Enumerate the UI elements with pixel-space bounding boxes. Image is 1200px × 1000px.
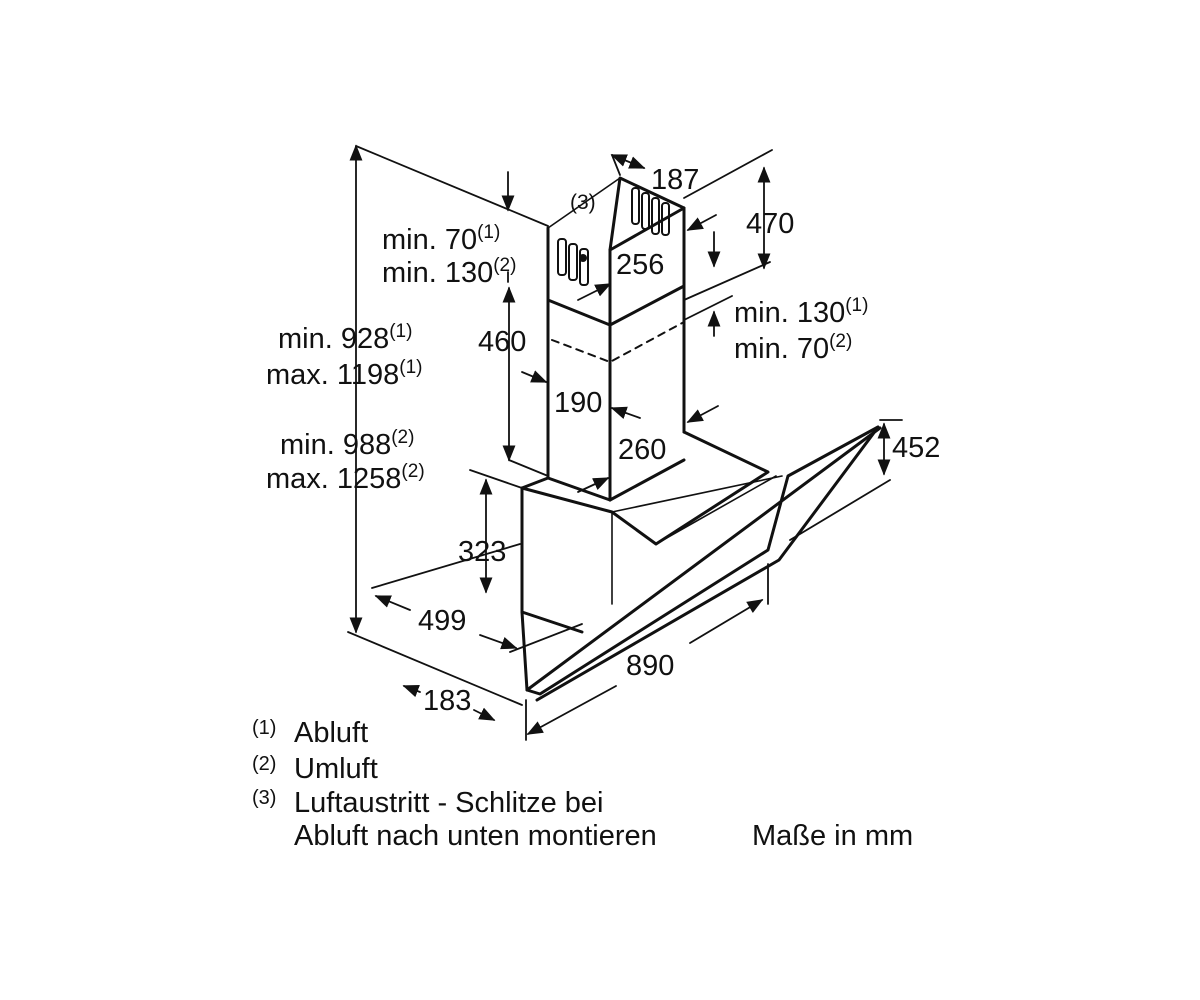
dim-chimney-width-upper: 256 [616,249,665,281]
min-left-line1: min. 70(1) [382,222,501,256]
dim-hood-width: 890 [626,650,675,682]
dim-canopy-height: 452 [892,432,941,464]
air-slots-left [557,238,589,286]
total-height-abluft-max: max. 1198(1) [266,357,423,391]
legend-item-1: (1)Abluft [252,717,369,749]
min-left-line2: min. 130(2) [382,255,517,289]
dim-front-depth: 183 [423,685,472,717]
dim-lower-chimney-height: 460 [478,326,527,358]
min-right-line1: min. 130(1) [734,295,869,329]
dim-upper-height: 470 [746,208,795,240]
legend-item-3-continued: Abluft nach unten montieren [294,820,657,852]
glass-canopy [520,425,882,702]
units-note: Maße in mm [752,820,914,852]
total-height-umluft-max: max. 1258(2) [266,461,425,495]
slot-marker-dot [579,254,587,262]
dim-body-height: 323 [458,536,507,568]
slots-note-ref: (3) [570,191,596,214]
dim-body-depth: 499 [418,605,467,637]
dim-chimney-depth-lower: 260 [618,434,667,466]
legend-item-3: (3)Luftaustritt - Schlitze bei [252,787,604,819]
air-slots-right [631,187,670,236]
total-height-abluft-min: min. 928(1) [278,321,413,355]
dimension-lines [347,144,903,741]
lower-chimney [546,284,686,502]
total-height-umluft-min: min. 988(2) [280,427,415,461]
dim-chimney-depth: 187 [651,164,700,196]
dim-chimney-width-lower: 190 [554,387,603,419]
legend-item-2: (2)Umluft [252,753,378,785]
min-right-line2: min. 70(2) [734,331,853,365]
